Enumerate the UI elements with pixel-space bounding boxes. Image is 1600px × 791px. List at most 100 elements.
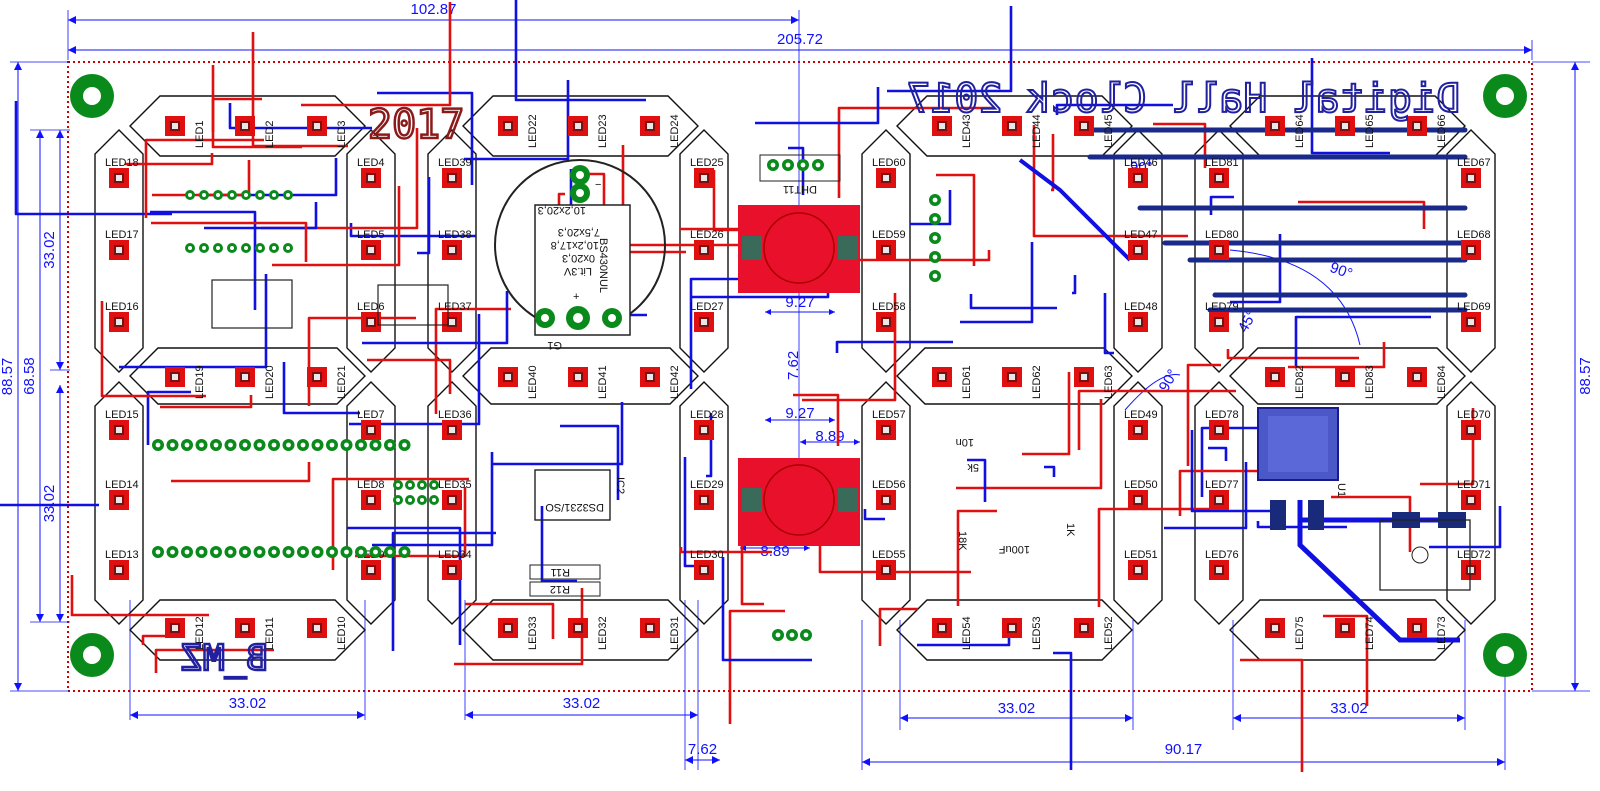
dimension-digit_width_4: 33.02: [1233, 700, 1465, 722]
led-led27: LED27: [690, 301, 724, 332]
led-label: LED43: [961, 114, 973, 148]
led-led41: LED41: [568, 365, 609, 399]
led-led53: LED53: [1002, 616, 1043, 650]
led-led75: LED75: [1265, 616, 1306, 650]
led-led48: LED48: [1124, 301, 1158, 332]
led-led71: LED71: [1457, 479, 1491, 510]
led-led44: LED44: [1002, 114, 1043, 148]
led-led2: LED2: [235, 116, 276, 148]
led-label: LED18: [105, 157, 139, 169]
led-label: LED12: [194, 616, 206, 650]
dimension-top_half_width: 102.87: [68, 1, 799, 24]
voltage-regulator: U1: [1257, 407, 1471, 591]
led-label: LED79: [1205, 301, 1239, 313]
led-led31: LED31: [640, 616, 681, 650]
led-label: LED2: [264, 120, 276, 148]
led-label: LED61: [961, 365, 973, 399]
led-led68: LED68: [1457, 229, 1491, 260]
dimension-label-right_span: 90.17: [1165, 741, 1203, 758]
led-label: LED25: [690, 157, 724, 169]
led-led69: LED69: [1457, 301, 1491, 332]
led-label: LED37: [438, 301, 472, 313]
led-label: LED46: [1124, 157, 1158, 169]
d4-segment-right-lower: [1446, 381, 1496, 625]
led-led5: LED5: [357, 229, 385, 260]
led-led13: LED13: [105, 549, 139, 580]
led-label: LED77: [1205, 479, 1239, 491]
board-title: Digital Hall Clock 2017: [906, 76, 1460, 122]
d2-segment-right-upper: [679, 129, 729, 373]
dimension-label-total_width: 205.72: [777, 31, 823, 48]
led-led78: LED78: [1205, 409, 1239, 440]
led-label: LED59: [872, 229, 906, 241]
led-label: LED68: [1457, 229, 1491, 241]
led-led33: LED33: [498, 616, 539, 650]
led-label: LED6: [357, 301, 385, 313]
led-label: LED74: [1364, 616, 1376, 650]
led-label: LED3: [336, 120, 348, 148]
d1-segment-bottom: [129, 599, 366, 661]
led-led65: LED65: [1335, 114, 1376, 148]
d2-segment-left-upper: [427, 129, 477, 373]
dimension-label-digit_width_2: 33.02: [563, 695, 601, 712]
rtc-chip-label: DS3231/SO: [545, 501, 604, 513]
dht11-label: DHT11: [783, 183, 817, 195]
led-led55: LED55: [872, 549, 906, 580]
led-label: LED54: [961, 616, 973, 650]
dimension-label-total_height: 88.57: [0, 358, 16, 396]
center-dim-label-gap-1: 7.62: [785, 351, 802, 380]
led-label: LED21: [336, 365, 348, 399]
battery-model-label: BS430NUL: [597, 238, 609, 293]
led-led22: LED22: [498, 114, 539, 148]
led-led6: LED6: [357, 301, 385, 332]
led-label: LED69: [1457, 301, 1491, 313]
led-label: LED55: [872, 549, 906, 561]
led-label: LED29: [690, 479, 724, 491]
cap-100uf-label: 100uF: [999, 543, 1030, 555]
dimension-label-digit_height_upper: 33.02: [41, 231, 58, 269]
d3-segment-left-lower: [861, 381, 911, 625]
d2-segment-bottom: [462, 599, 699, 661]
led-led10: LED10: [307, 616, 348, 650]
led-led32: LED32: [568, 616, 609, 650]
led-led84: LED84: [1407, 365, 1448, 399]
dimension-colon_gap: 7.62: [685, 741, 720, 764]
dimension-digit_height_upper: 33.02: [41, 130, 64, 370]
led-led51: LED51: [1124, 549, 1158, 580]
dimension-inner_height: 68.58: [21, 130, 44, 622]
led-label: LED16: [105, 301, 139, 313]
led-led82: LED82: [1265, 365, 1306, 399]
led-label: LED57: [872, 409, 906, 421]
dimension-digit_width_2: 33.02: [465, 695, 698, 719]
led-led34: LED34: [438, 549, 472, 580]
d4-segment-right-upper: [1446, 129, 1496, 373]
led-led29: LED29: [690, 479, 724, 510]
led-label: LED26: [690, 229, 724, 241]
d1-segment-middle: [129, 347, 366, 405]
led-led54: LED54: [932, 616, 973, 650]
d4-segment-left-lower: [1194, 381, 1244, 625]
led-label: LED30: [690, 549, 724, 561]
led-led81: LED81: [1205, 157, 1239, 188]
led-label: LED51: [1124, 549, 1158, 561]
dimension-label-colon_gap: 7.62: [688, 741, 717, 758]
center-dim-label-center_gap_3: 8.89: [760, 543, 789, 560]
battery-minus: −: [595, 179, 601, 191]
mounting-holes: [70, 74, 1527, 677]
led-led3: LED3: [307, 116, 348, 148]
led-led59: LED59: [872, 229, 906, 260]
d1-segment-right-lower: [346, 381, 396, 625]
d2-segment-middle: [462, 347, 699, 405]
led-led61: LED61: [932, 365, 973, 399]
led-label: LED67: [1457, 157, 1491, 169]
led-label: LED23: [597, 114, 609, 148]
dimension-total_height: 88.57: [0, 62, 22, 691]
board-signature: B_MZ: [181, 638, 268, 679]
led-led74: LED74: [1335, 616, 1376, 650]
led-led67: LED67: [1457, 157, 1491, 188]
led-label: LED38: [438, 229, 472, 241]
led-label: LED5: [357, 229, 385, 241]
led-label: LED53: [1031, 616, 1043, 650]
led-label: LED75: [1294, 616, 1306, 650]
